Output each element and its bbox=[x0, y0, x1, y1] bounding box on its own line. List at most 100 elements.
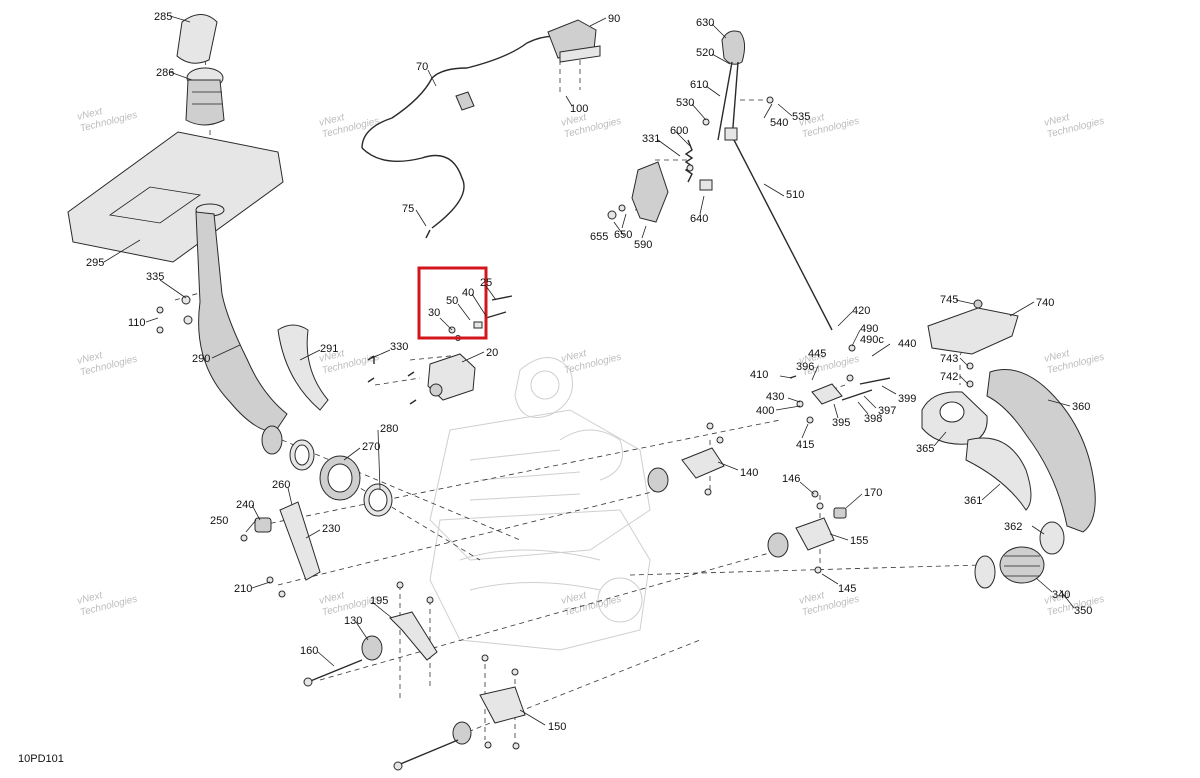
heat-shield-740[interactable] bbox=[927, 299, 1019, 388]
callout-740[interactable]: 740 bbox=[1036, 297, 1054, 309]
air-intake-boot[interactable] bbox=[185, 67, 225, 126]
exhaust-pipe-360[interactable] bbox=[986, 369, 1096, 533]
mount-bracket-150[interactable] bbox=[452, 686, 526, 745]
exhaust-manifold-365[interactable] bbox=[921, 391, 988, 445]
callout-335[interactable]: 335 bbox=[146, 271, 164, 283]
callout-540[interactable]: 540 bbox=[770, 117, 788, 129]
rubber-mount-240[interactable] bbox=[254, 517, 272, 533]
callout-130[interactable]: 130 bbox=[344, 615, 362, 627]
callout-195[interactable]: 195 bbox=[370, 595, 388, 607]
callout-395[interactable]: 395 bbox=[832, 417, 850, 429]
callout-286[interactable]: 286 bbox=[156, 67, 174, 79]
callout-291[interactable]: 291 bbox=[320, 343, 338, 355]
exhaust-clamp-362[interactable] bbox=[1039, 521, 1065, 555]
callout-30[interactable]: 30 bbox=[428, 307, 440, 319]
callout-655[interactable]: 655 bbox=[590, 231, 608, 243]
mount-130[interactable] bbox=[361, 635, 383, 661]
callout-230[interactable]: 230 bbox=[322, 523, 340, 535]
air-deflector[interactable] bbox=[277, 324, 329, 411]
clamp-275[interactable] bbox=[289, 439, 315, 471]
callout-361[interactable]: 361 bbox=[964, 495, 982, 507]
callout-110[interactable]: 110 bbox=[128, 317, 146, 329]
shift-lever-610[interactable] bbox=[717, 61, 739, 141]
callout-510[interactable]: 510 bbox=[786, 189, 804, 201]
callout-25[interactable]: 25 bbox=[480, 277, 492, 289]
throttle-lever-90[interactable] bbox=[547, 19, 601, 63]
engine-mount-155[interactable] bbox=[767, 490, 847, 574]
callout-445[interactable]: 445 bbox=[808, 348, 826, 360]
shift-linkage-hardware[interactable] bbox=[607, 96, 774, 220]
callout-535[interactable]: 535 bbox=[792, 111, 810, 123]
callout-155[interactable]: 155 bbox=[850, 535, 868, 547]
callout-399[interactable]: 399 bbox=[898, 393, 916, 405]
callout-743[interactable]: 743 bbox=[940, 353, 958, 365]
callout-530[interactable]: 530 bbox=[676, 97, 694, 109]
callout-400[interactable]: 400 bbox=[756, 405, 774, 417]
callout-350[interactable]: 350 bbox=[1074, 605, 1092, 617]
small-hardware-group[interactable] bbox=[448, 295, 513, 341]
callout-420[interactable]: 420 bbox=[852, 305, 870, 317]
spring-600[interactable] bbox=[684, 139, 694, 183]
callout-170[interactable]: 170 bbox=[864, 487, 882, 499]
callout-415[interactable]: 415 bbox=[796, 439, 814, 451]
callout-360[interactable]: 360 bbox=[1072, 401, 1090, 413]
callout-330[interactable]: 330 bbox=[390, 341, 408, 353]
callout-430[interactable]: 430 bbox=[766, 391, 784, 403]
callout-140[interactable]: 140 bbox=[740, 467, 758, 479]
callout-240[interactable]: 240 bbox=[236, 499, 254, 511]
air-intake-plate[interactable] bbox=[67, 131, 284, 263]
engine-mount-140[interactable] bbox=[647, 422, 725, 496]
callout-520[interactable]: 520 bbox=[696, 47, 714, 59]
callout-590[interactable]: 590 bbox=[634, 239, 652, 251]
callout-146[interactable]: 146 bbox=[782, 473, 800, 485]
callout-640[interactable]: 640 bbox=[690, 213, 708, 225]
callout-75[interactable]: 75 bbox=[402, 203, 414, 215]
callout-160[interactable]: 160 bbox=[300, 645, 318, 657]
callout-50[interactable]: 50 bbox=[446, 295, 458, 307]
bolt-160[interactable] bbox=[303, 659, 363, 687]
callout-285[interactable]: 285 bbox=[154, 11, 172, 23]
heat-shield-361[interactable] bbox=[965, 437, 1032, 511]
air-filter-cap[interactable] bbox=[176, 14, 218, 64]
callout-398[interactable]: 398 bbox=[864, 413, 882, 425]
callout-20[interactable]: 20 bbox=[486, 347, 498, 359]
bracket-195[interactable] bbox=[389, 611, 438, 661]
duct-end[interactable] bbox=[261, 425, 283, 455]
callout-145[interactable]: 145 bbox=[838, 583, 856, 595]
cable-bracket[interactable] bbox=[455, 91, 475, 111]
exhaust-coupler-350[interactable] bbox=[999, 546, 1045, 584]
throttle-cable-70[interactable] bbox=[361, 35, 568, 239]
callout-630[interactable]: 630 bbox=[696, 17, 714, 29]
callout-610[interactable]: 610 bbox=[690, 79, 708, 91]
screws-330[interactable] bbox=[367, 355, 417, 405]
callout-396[interactable]: 396 bbox=[796, 361, 814, 373]
bolt-150-long[interactable] bbox=[393, 739, 459, 771]
callout-150[interactable]: 150 bbox=[548, 721, 566, 733]
shift-bracket-590[interactable] bbox=[631, 161, 669, 223]
small-bolts-left[interactable] bbox=[156, 295, 520, 750]
callout-280[interactable]: 280 bbox=[380, 423, 398, 435]
callout-100[interactable]: 100 bbox=[570, 103, 588, 115]
engine-bracket-230[interactable] bbox=[279, 501, 321, 581]
callout-290[interactable]: 290 bbox=[192, 353, 210, 365]
air-intake-duct[interactable] bbox=[195, 203, 288, 433]
callout-365[interactable]: 365 bbox=[916, 443, 934, 455]
actuator-20[interactable] bbox=[427, 353, 476, 401]
callout-331[interactable]: 331 bbox=[642, 133, 660, 145]
intake-adapter-270[interactable] bbox=[319, 455, 361, 501]
callout-340[interactable]: 340 bbox=[1052, 589, 1070, 601]
callout-650[interactable]: 650 bbox=[614, 229, 632, 241]
callout-270[interactable]: 270 bbox=[362, 441, 380, 453]
callout-745[interactable]: 745 bbox=[940, 294, 958, 306]
shifter-linkage-400s[interactable] bbox=[789, 344, 891, 424]
airbox-clamp-280[interactable] bbox=[363, 483, 393, 517]
callout-490c[interactable]: 490c bbox=[860, 334, 884, 346]
callout-410[interactable]: 410 bbox=[750, 369, 768, 381]
callout-250[interactable]: 250 bbox=[210, 515, 228, 527]
callout-295[interactable]: 295 bbox=[86, 257, 104, 269]
callout-362[interactable]: 362 bbox=[1004, 521, 1022, 533]
callout-210[interactable]: 210 bbox=[234, 583, 252, 595]
callout-490[interactable]: 490 bbox=[860, 323, 878, 335]
callout-742[interactable]: 742 bbox=[940, 371, 958, 383]
callout-40[interactable]: 40 bbox=[462, 287, 474, 299]
